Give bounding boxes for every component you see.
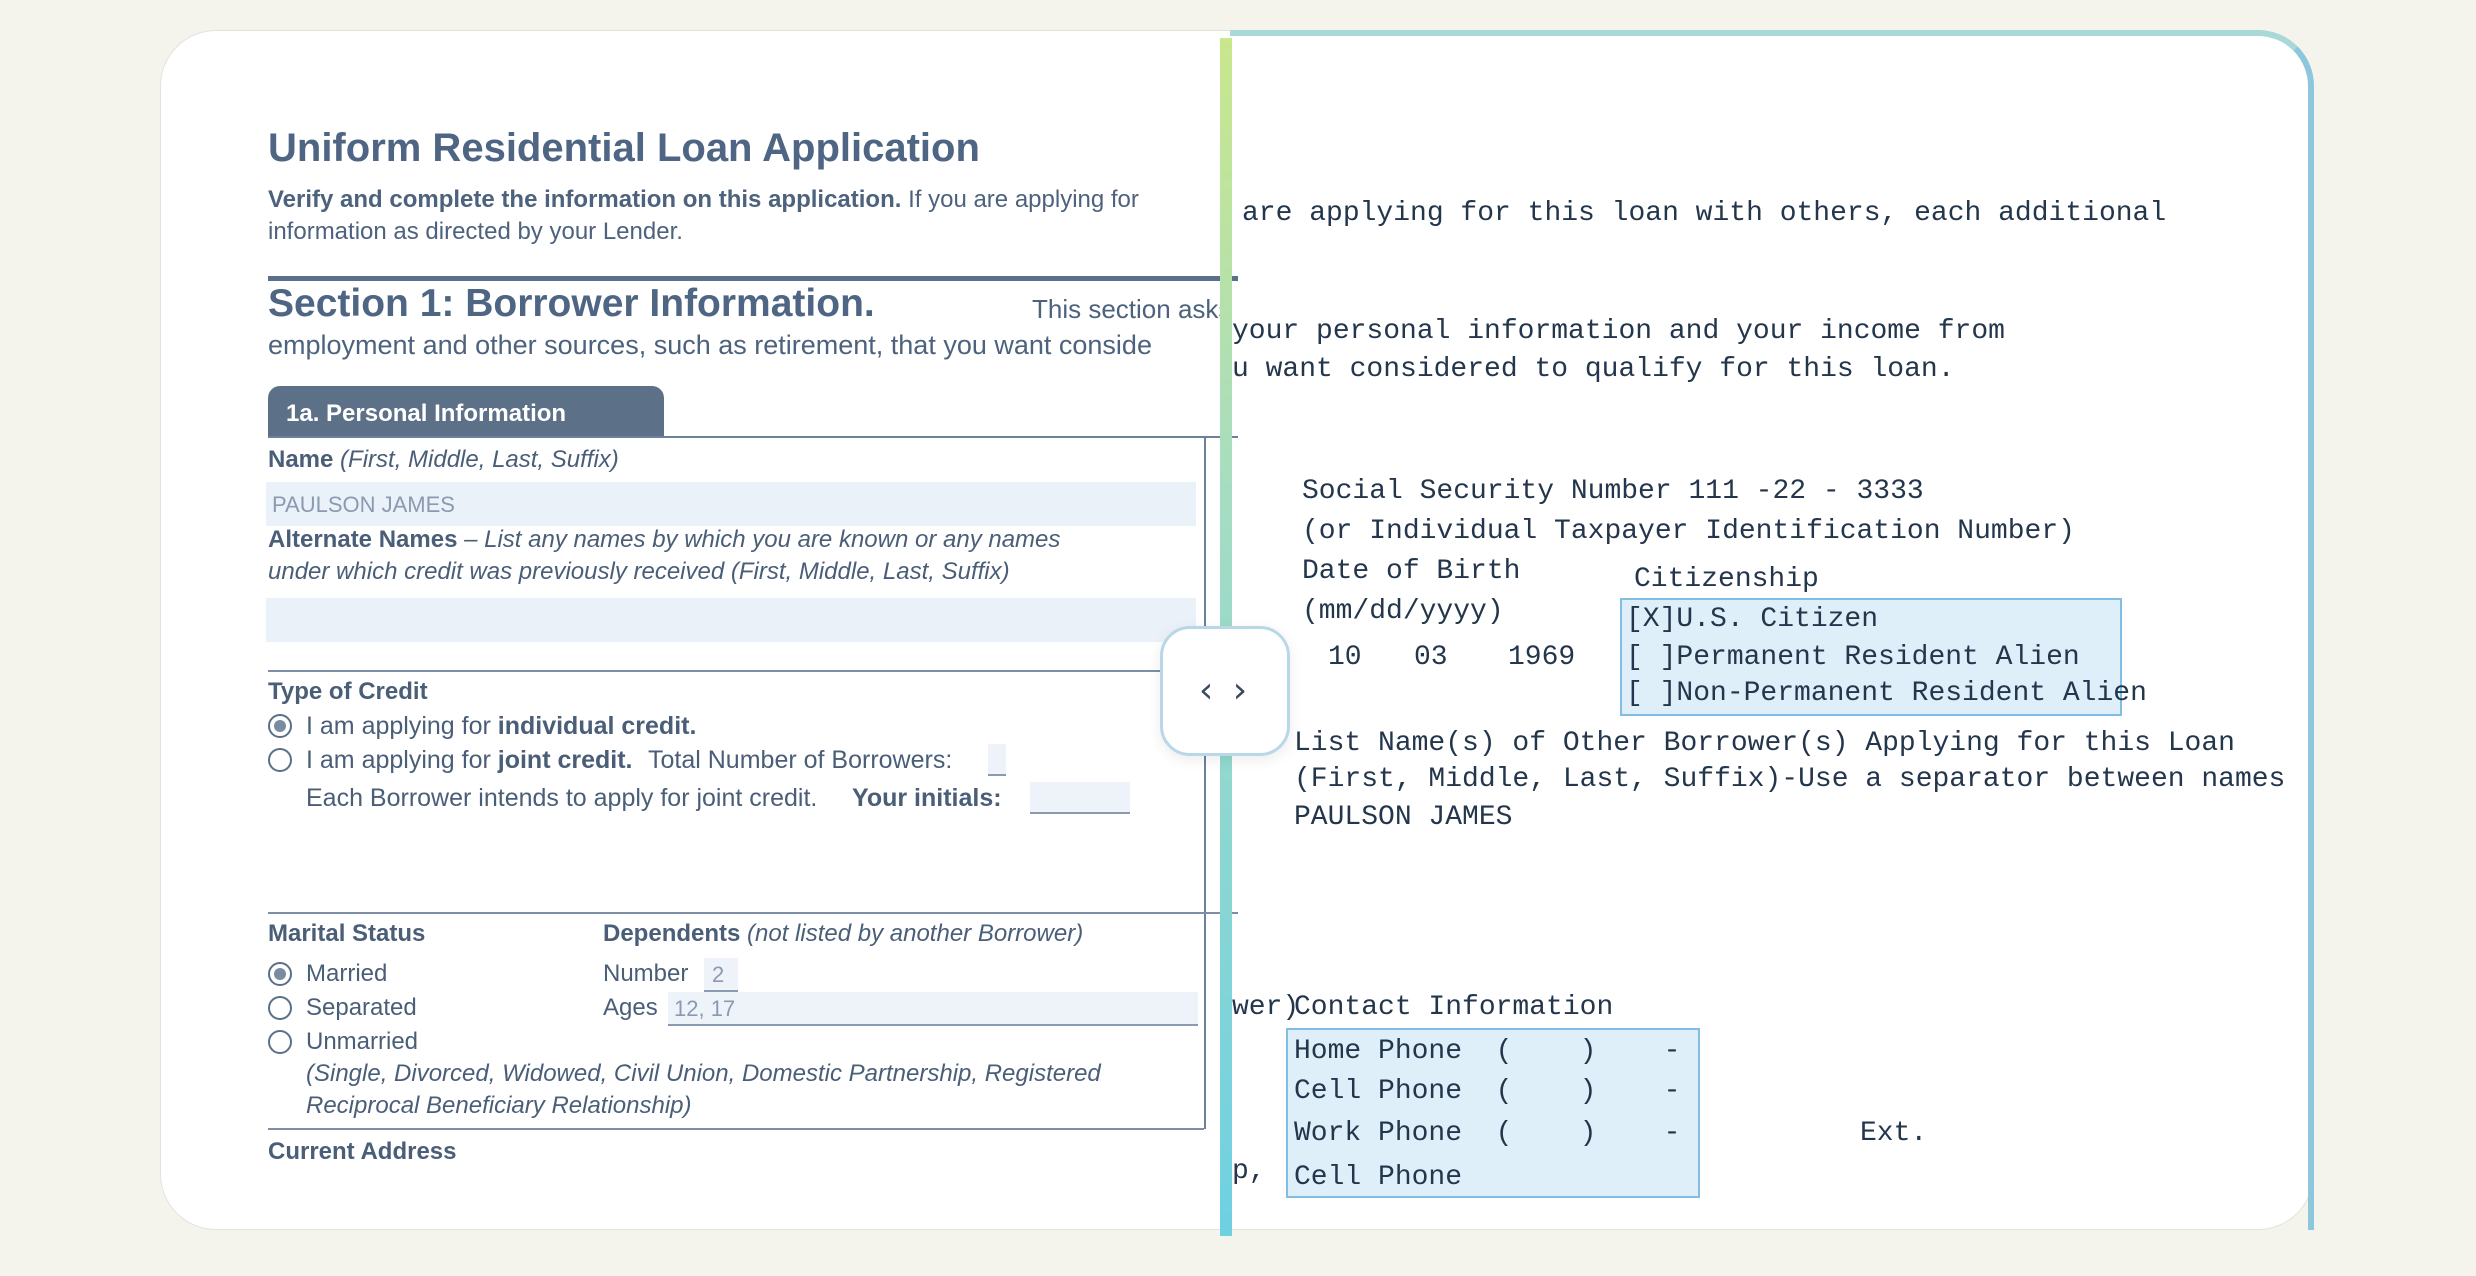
right-line-3: u want considered to qualify for this lo… bbox=[1232, 354, 1955, 385]
name-field[interactable] bbox=[266, 482, 1196, 526]
individual-credit-radio[interactable] bbox=[268, 714, 292, 738]
ssn-text: Social Security Number 111 -22 - 3333 bbox=[1302, 476, 1924, 507]
ext-label: Ext. bbox=[1860, 1118, 1928, 1149]
section-rule bbox=[268, 276, 1238, 281]
dob-label: Date of Birth bbox=[1302, 556, 1521, 587]
marital-status-label: Marital Status bbox=[268, 920, 426, 947]
total-borrowers-label: Total Number of Borrowers: bbox=[648, 746, 953, 774]
number-value: 2 bbox=[712, 962, 725, 987]
ages-value: 12, 17 bbox=[674, 996, 736, 1021]
compare-slider-handle[interactable]: ‹ › bbox=[1160, 626, 1290, 756]
individual-credit-label: I am applying for individual credit. bbox=[306, 712, 696, 741]
p-fragment: p, bbox=[1232, 1156, 1266, 1187]
compare-arrows-icon: ‹ › bbox=[1198, 670, 1252, 711]
dob-month: 10 bbox=[1328, 642, 1362, 673]
type-of-credit-label: Type of Credit bbox=[268, 678, 428, 705]
joint-credit-label: I am applying for joint credit. bbox=[306, 746, 633, 775]
tab-rule bbox=[268, 436, 1238, 438]
form-title: Uniform Residential Loan Application bbox=[268, 126, 980, 170]
citizenship-box[interactable] bbox=[1620, 598, 2122, 716]
intro-bold: Verify and complete the information on t… bbox=[268, 186, 902, 213]
alt-names-label-row: Alternate Names – List any names by whic… bbox=[268, 526, 1060, 554]
divider-1 bbox=[268, 670, 1204, 672]
ages-field[interactable] bbox=[668, 992, 1198, 1026]
other-borrowers-label: List Name(s) of Other Borrower(s) Applyi… bbox=[1294, 728, 2235, 759]
cell-phone: Cell Phone ( ) - bbox=[1294, 1076, 1681, 1107]
intro-rest: If you are applying for bbox=[901, 186, 1139, 213]
married-label: Married bbox=[306, 960, 388, 987]
individual-pre: I am applying for bbox=[306, 712, 498, 740]
number-label: Number bbox=[603, 960, 689, 987]
section-title: Section 1: Borrower Information. bbox=[268, 282, 875, 325]
wer-fragment: wer) bbox=[1232, 992, 1300, 1023]
individual-bold: individual credit. bbox=[497, 712, 697, 740]
divider-3 bbox=[268, 1128, 1204, 1130]
other-borrowers-hint: (First, Middle, Last, Suffix)-Use a sepa… bbox=[1294, 764, 2286, 795]
contact-box[interactable] bbox=[1286, 1028, 1700, 1198]
separated-radio[interactable] bbox=[268, 996, 292, 1020]
comparison-card: Uniform Residential Loan Application Ver… bbox=[160, 30, 2314, 1230]
name-label: Name bbox=[268, 446, 334, 473]
dob-format: (mm/dd/yyyy) bbox=[1302, 596, 1504, 627]
unmarried-note-line2: Reciprocal Beneficiary Relationship) bbox=[306, 1092, 692, 1119]
unmarried-label: Unmarried bbox=[306, 1028, 419, 1055]
section-description: This section asks about y bbox=[1032, 294, 1238, 324]
alt-names-hint-line2: under which credit was previously receiv… bbox=[268, 558, 1010, 585]
alt-names-hint: – List any names by which you are known … bbox=[457, 526, 1061, 553]
dob-day: 03 bbox=[1414, 642, 1448, 673]
separated-label: Separated bbox=[306, 994, 417, 1021]
home-phone: Home Phone ( ) - bbox=[1294, 1036, 1681, 1067]
number-field[interactable] bbox=[704, 958, 738, 992]
dependents-label: Dependents bbox=[603, 920, 741, 947]
right-line-2: your personal information and your incom… bbox=[1232, 316, 2005, 347]
name-value: PAULSON JAMES bbox=[272, 492, 455, 517]
alt-names-label: Alternate Names bbox=[268, 526, 458, 553]
citizen-us: [X]U.S. Citizen bbox=[1626, 604, 1879, 635]
column-divider bbox=[1204, 436, 1206, 1129]
personal-info-tab-label: 1a. Personal Information bbox=[286, 400, 567, 427]
dob-year: 1969 bbox=[1508, 642, 1576, 673]
current-address-label: Current Address bbox=[268, 1138, 457, 1165]
contact-info-label: Contact Information bbox=[1294, 992, 1614, 1023]
citizen-npra: [ ]Non-Permanent Resident Alien bbox=[1626, 678, 2147, 709]
joint-pre: I am applying for bbox=[306, 746, 498, 774]
work-phone: Work Phone ( ) - bbox=[1294, 1118, 1681, 1149]
original-form-pane: Uniform Residential Loan Application Ver… bbox=[160, 30, 1238, 1230]
name-label-row: Name (First, Middle, Last, Suffix) bbox=[268, 446, 619, 474]
married-radio[interactable] bbox=[268, 962, 292, 986]
itin-text: (or Individual Taxpayer Identification N… bbox=[1302, 516, 2075, 547]
unmarried-note: (Single, Divorced, Widowed, Civil Union,… bbox=[306, 1060, 1101, 1087]
joint-bold: joint credit. bbox=[497, 746, 633, 774]
dependents-label-row: Dependents (not listed by another Borrow… bbox=[603, 920, 1083, 948]
unmarried-radio[interactable] bbox=[268, 1030, 292, 1054]
joint-each-text: Each Borrower intends to apply for joint… bbox=[306, 784, 818, 812]
name-hint: (First, Middle, Last, Suffix) bbox=[340, 446, 619, 473]
section-description-line2: employment and other sources, such as re… bbox=[268, 330, 1152, 360]
joint-credit-radio[interactable] bbox=[268, 748, 292, 772]
personal-info-tab bbox=[268, 386, 664, 438]
form-intro-line2: information as directed by your Lender. bbox=[268, 218, 683, 245]
initials-label: Your initials: bbox=[852, 784, 1002, 812]
dependents-hint: (not listed by another Borrower) bbox=[747, 920, 1084, 947]
other-borrowers-value: PAULSON JAMES bbox=[1294, 802, 1513, 833]
initials-field[interactable] bbox=[1030, 782, 1130, 814]
citizenship-label: Citizenship bbox=[1634, 564, 1819, 595]
citizen-pra: [ ]Permanent Resident Alien bbox=[1626, 642, 2080, 673]
cell-phone-2: Cell Phone bbox=[1294, 1162, 1463, 1193]
right-line-1: are applying for this loan with others, … bbox=[1242, 198, 2167, 229]
ages-label: Ages bbox=[603, 994, 658, 1021]
form-intro: Verify and complete the information on t… bbox=[268, 186, 1139, 214]
alt-names-field[interactable] bbox=[266, 598, 1196, 642]
divider-2 bbox=[268, 912, 1238, 914]
total-borrowers-field[interactable] bbox=[988, 744, 1006, 776]
